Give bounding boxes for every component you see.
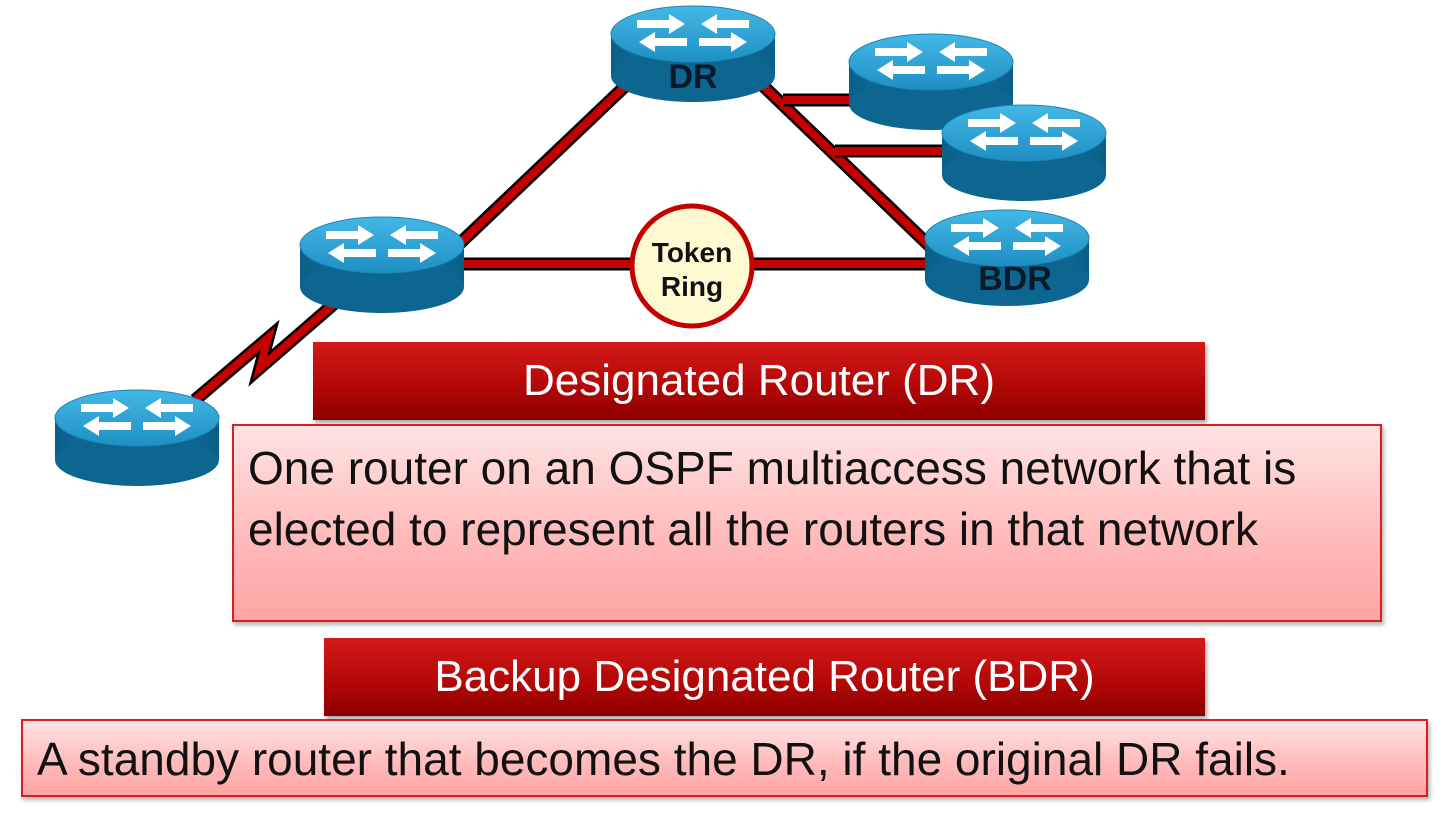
router-bdr-label: BDR xyxy=(978,260,1052,298)
link-left-to-dr xyxy=(448,65,647,255)
router-bottom-left-icon xyxy=(54,389,220,487)
token-ring-label-line2: Ring xyxy=(661,271,723,302)
token-ring: Token Ring xyxy=(629,203,755,329)
dr-title-banner: Designated Router (DR) xyxy=(313,342,1205,420)
router-right-mid-icon xyxy=(941,104,1107,202)
bdr-title-banner: Backup Designated Router (BDR) xyxy=(324,638,1205,716)
serial-link-zigzag xyxy=(190,298,340,405)
bdr-definition-box: A standby router that becomes the DR, if… xyxy=(21,719,1428,797)
link-dr-to-bdr xyxy=(748,71,947,263)
dr-definition-box: One router on an OSPF multiaccess networ… xyxy=(232,424,1382,622)
router-bdr-icon: BDR xyxy=(924,209,1090,307)
router-dr-label: DR xyxy=(668,58,717,96)
router-left-icon xyxy=(299,216,465,314)
network-links xyxy=(190,65,948,405)
token-ring-label-line1: Token xyxy=(652,237,732,268)
router-dr-icon: DR xyxy=(610,5,776,103)
